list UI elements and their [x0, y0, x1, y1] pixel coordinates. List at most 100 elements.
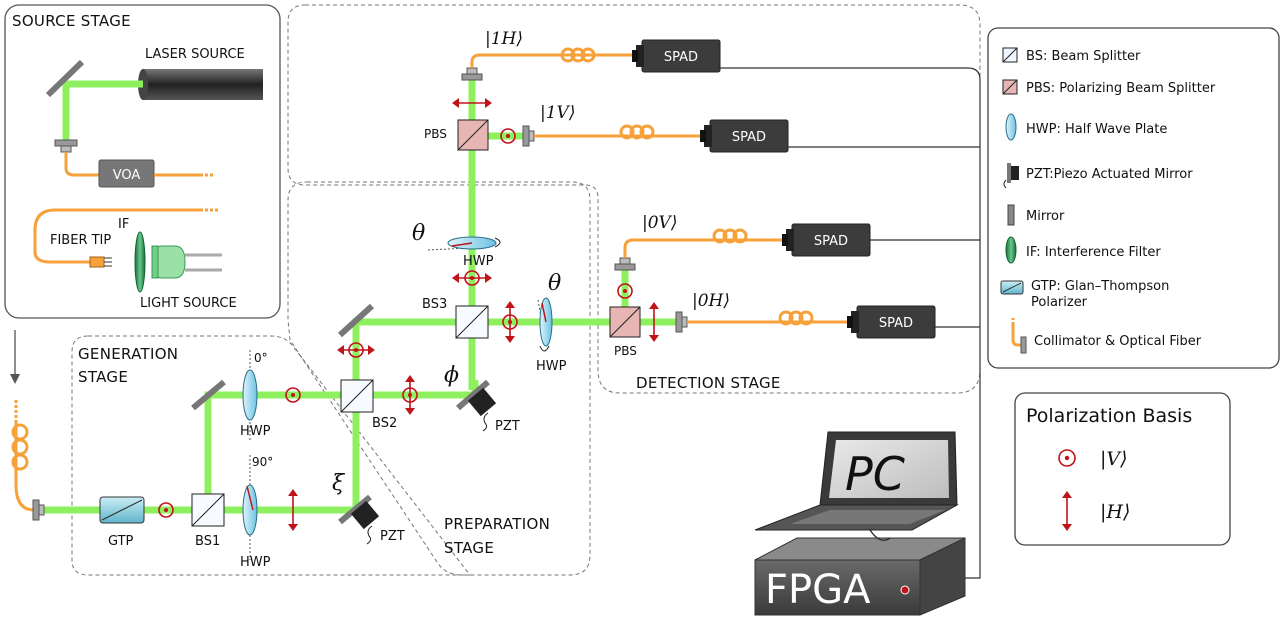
source-stage-box: [4, 4, 281, 319]
legend-pzt-label: PZT:Piezo Actuated Mirror: [1026, 167, 1193, 182]
polarization-h-ket: |H⟩: [1100, 501, 1130, 523]
hwp-label: HWP: [240, 555, 271, 570]
spad-label: SPAD: [879, 316, 913, 331]
hwp-label: HWP: [240, 424, 271, 439]
ket-0V-label: |0V⟩: [642, 213, 677, 233]
collimator-icon: [461, 67, 483, 81]
generation-stage-title-line1: GENERATION: [78, 345, 178, 363]
source-stage-title: SOURCE STAGE: [12, 12, 131, 30]
fiber-tip-label: FIBER TIP: [50, 233, 111, 248]
voa-label: VOA: [113, 168, 141, 183]
bs3-label: BS3: [422, 297, 447, 312]
ket-0H-label: |0H⟩: [692, 291, 730, 311]
polarizing-beam-splitter-icon: [1002, 79, 1018, 95]
generation-stage-boundary: [71, 335, 472, 576]
horizontal-polarization-symbol-icon: [1062, 491, 1072, 531]
horizontal-polarization-marker: [288, 489, 298, 531]
horizontal-polarization-marker: [649, 302, 659, 342]
both-polarization-marker: [502, 301, 518, 343]
ket-1H-label: |1H⟩: [485, 29, 523, 49]
signal-wire: [720, 67, 981, 579]
generation-stage-title-line2: STAGE: [78, 368, 128, 386]
collimator-icon: [675, 311, 688, 333]
legend-box: [987, 27, 1280, 369]
fpga-label: FPGA: [765, 567, 871, 613]
ket-1V-label: |1V⟩: [540, 103, 575, 123]
bs2-label: BS2: [372, 416, 397, 431]
laser-source-label: LASER SOURCE: [145, 47, 245, 62]
pbs-label: PBS: [424, 127, 447, 141]
both-polarization-marker: [452, 270, 492, 286]
legend-pbs-label: PBS: Polarizing Beam Splitter: [1026, 81, 1216, 96]
both-polarization-marker: [402, 375, 418, 415]
legend-mirror-label: Mirror: [1026, 209, 1065, 224]
legend-bs-label: BS: Beam Splitter: [1026, 49, 1141, 64]
collimator-icon: [54, 139, 78, 153]
collimator-icon: [522, 125, 535, 147]
polarizing-beam-splitter-icon: [457, 119, 489, 151]
spad-label: SPAD: [732, 130, 766, 145]
fiber-tip-icon: [89, 256, 112, 268]
voa-icon: VOA: [98, 159, 155, 188]
pc-label: PC: [845, 447, 905, 501]
collimator-fiber-icon: [1011, 318, 1027, 354]
spad-detector-1V: SPAD: [699, 119, 789, 153]
mirror-icon: [191, 379, 226, 411]
half-wave-plate-icon: [242, 369, 258, 421]
spad-detector-0V: SPAD: [781, 223, 871, 257]
gtp-label: GTP: [108, 534, 134, 549]
pzt-label: PZT: [380, 529, 405, 544]
polarization-basis-box: [1014, 392, 1231, 546]
xi-label: ξ: [332, 471, 346, 496]
bs1-label: BS1: [195, 534, 220, 549]
input-fiber-coil-icon: [11, 423, 29, 471]
half-wave-plate-icon: [539, 297, 553, 352]
piezo-mirror-icon: [1003, 163, 1019, 189]
fiber-1H: [470, 53, 636, 68]
spad-label: SPAD: [814, 234, 848, 249]
hwp-angle-0-label: 0°: [254, 351, 268, 365]
led-light-source-icon: [151, 245, 222, 279]
mirror-icon: [337, 303, 375, 338]
vertical-polarization-symbol-icon: [1058, 449, 1076, 467]
legend-gtp-label-line2: Polarizer: [1031, 295, 1088, 310]
piezo-mirror-icon: [338, 494, 380, 545]
vertical-polarization-marker: [617, 283, 633, 299]
glan-thompson-icon: [1000, 280, 1024, 295]
theta-label: θ: [548, 271, 561, 296]
legend-hwp-label: HWP: Half Wave Plate: [1026, 122, 1167, 137]
hwp-angle-90-label: 90°: [252, 455, 273, 469]
mirror-icon: [45, 59, 85, 98]
legend-collimator-label: Collimator & Optical Fiber: [1034, 334, 1202, 349]
beam-splitter-bs2-icon: [340, 379, 374, 413]
pc-laptop-icon: PC: [754, 431, 959, 531]
vertical-polarization-marker: [500, 128, 516, 144]
hwp-label: HWP: [536, 359, 567, 374]
pzt-label: PZT: [495, 419, 520, 434]
spad-detector-0H: SPAD: [846, 305, 936, 339]
horizontal-polarization-marker: [452, 98, 492, 108]
input-collimator-icon: [32, 499, 45, 521]
mirror-icon: [1007, 204, 1015, 226]
theta-label: θ: [412, 221, 425, 246]
half-wave-plate-icon: [1005, 113, 1017, 141]
polarization-basis-title: Polarization Basis: [1026, 405, 1192, 427]
preparation-stage-title-line1: PREPARATION: [444, 515, 550, 533]
half-wave-plate-icon: [242, 484, 258, 536]
spad-detector-1H: SPAD: [631, 39, 721, 73]
beam-splitter-icon: [1002, 47, 1018, 63]
detection-stage-boundary: [287, 4, 981, 394]
light-source-label: LIGHT SOURCE: [140, 296, 237, 311]
beam-splitter-bs3-icon: [455, 305, 489, 339]
spad-label: SPAD: [664, 50, 698, 65]
phi-label: ϕ: [444, 363, 459, 388]
detection-stage-title: DETECTION STAGE: [636, 374, 781, 392]
legend-gtp-label: GTP: Glan–Thompson: [1031, 279, 1169, 294]
bs2-up-beam: [352, 318, 640, 395]
laser-source-icon: [138, 69, 263, 100]
fiber-0V: [623, 238, 786, 258]
piezo-mirror-icon: [456, 379, 497, 432]
polarization-v-ket: |V⟩: [1100, 448, 1128, 470]
legend-if-label: IF: Interference Filter: [1026, 245, 1161, 260]
